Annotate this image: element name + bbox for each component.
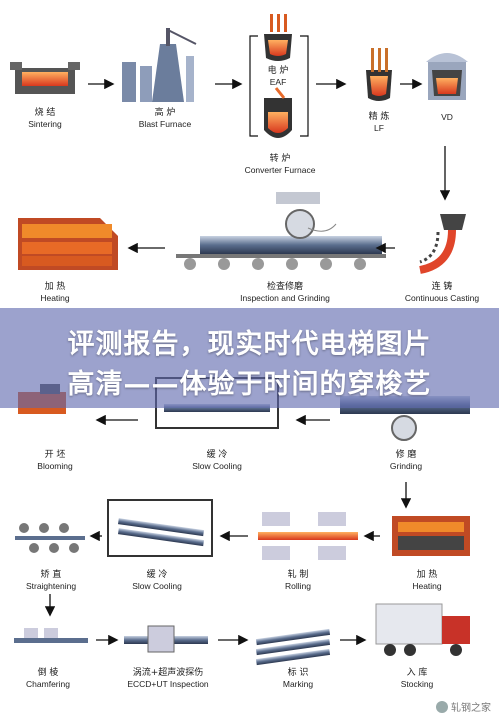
watermark-logo-icon (436, 700, 448, 713)
eaf-converter-bracket (249, 35, 309, 137)
converter-icon (264, 87, 292, 138)
heating-icon-2 (392, 516, 470, 556)
continuous-casting-icon (419, 214, 466, 274)
slow-cooling-icon-2 (107, 499, 213, 557)
rolling-icon (258, 512, 358, 560)
marking-icon (255, 628, 331, 666)
sintering-icon (10, 62, 80, 94)
watermark-text: 轧钢之家 (451, 703, 491, 714)
heating-icon-1 (18, 218, 118, 270)
vd-icon (426, 53, 468, 100)
inspection-grinding-icon (176, 192, 386, 270)
title-banner: 评测报告，现实时代电梯图片 高清——体验于时间的穿梭艺 (0, 308, 499, 408)
banner-line-1: 评测报告，现实时代电梯图片 (67, 329, 432, 360)
banner-line-2: 高清——体验于时间的穿梭艺 (67, 369, 432, 400)
chamfering-icon (14, 628, 88, 643)
watermark: 轧钢之家 (436, 699, 491, 714)
eaf-icon (264, 14, 292, 61)
blast-furnace-icon (122, 28, 197, 102)
label-vd: VD (441, 112, 453, 122)
stocking-truck-icon (375, 603, 470, 656)
straightening-icon (15, 523, 85, 553)
lf-icon (366, 48, 392, 101)
eccd-ut-icon (124, 625, 208, 653)
